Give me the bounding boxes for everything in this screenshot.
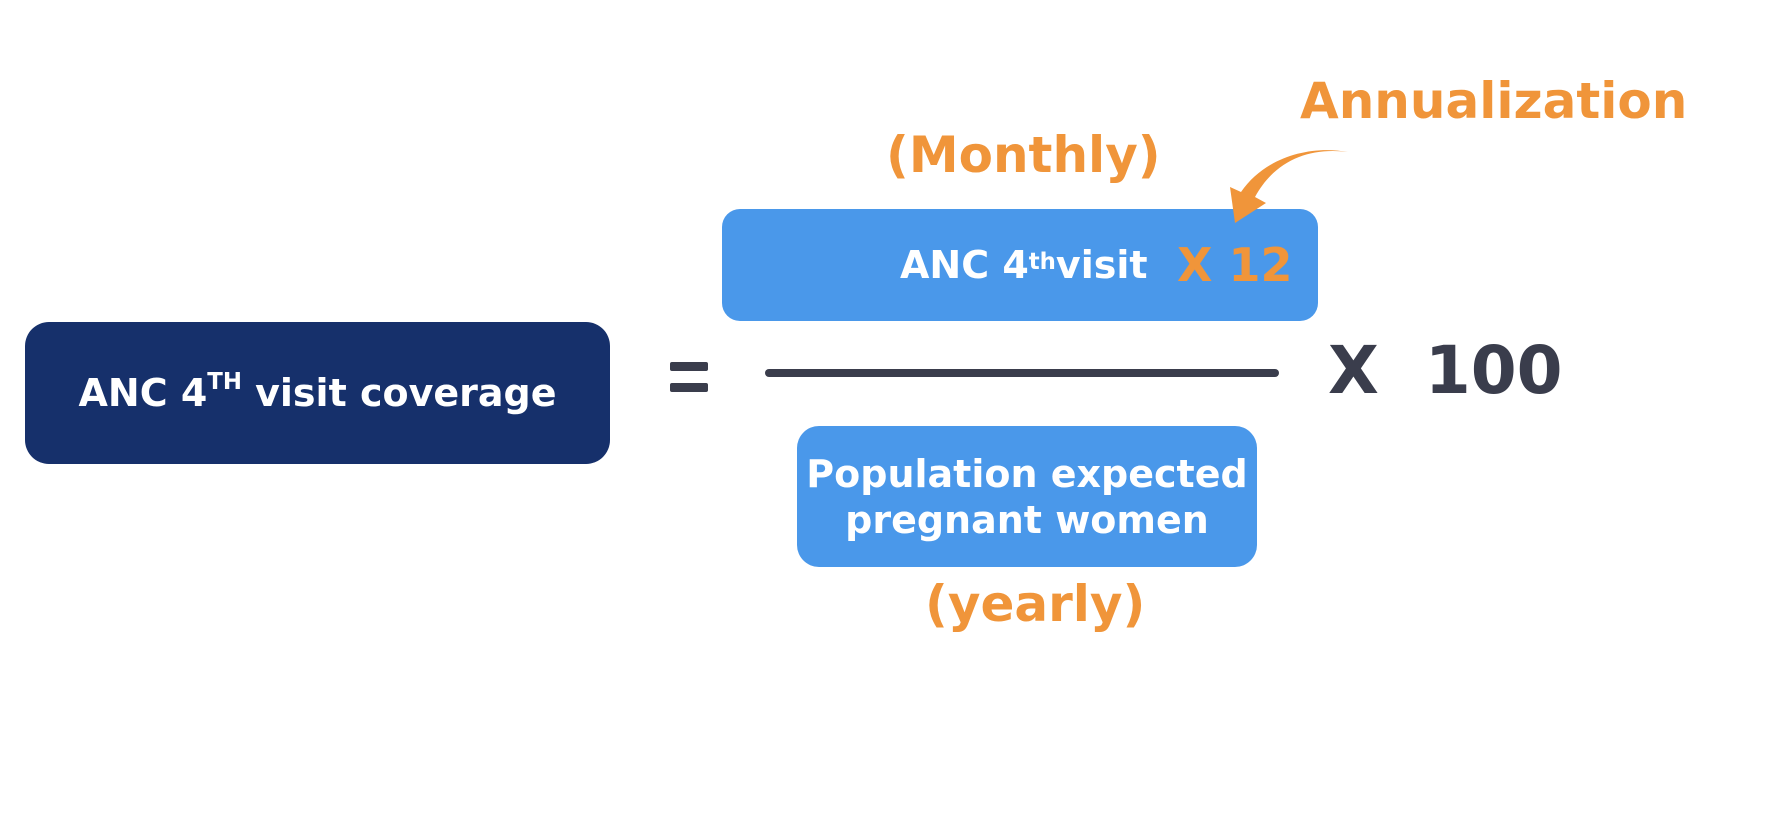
denominator-box: Population expected pregnant women <box>797 426 1257 567</box>
yearly-label: (yearly) <box>925 575 1146 633</box>
monthly-label: (Monthly) <box>886 126 1161 184</box>
denominator-line-1: Population expected <box>806 451 1248 496</box>
equals-sign <box>670 356 710 396</box>
annualization-multiplier: X 12 <box>1177 238 1293 292</box>
annualization-label: Annualization <box>1300 72 1688 130</box>
curved-arrow-icon <box>1230 150 1348 223</box>
fraction-bar <box>765 369 1279 377</box>
result-box: ANC 4TH visit coverage <box>25 322 610 464</box>
result-label: ANC 4TH visit coverage <box>78 368 557 415</box>
denominator-line-2: pregnant women <box>845 497 1209 542</box>
times-100-multiplier: X 100 <box>1328 332 1563 409</box>
